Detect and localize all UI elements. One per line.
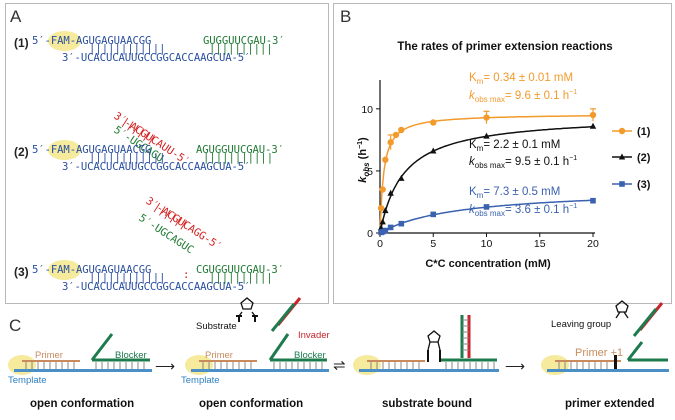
- fam-dye-c1: [8, 355, 36, 375]
- case-3-five-prime: 5′-: [32, 264, 51, 276]
- label-template-2: Template: [181, 375, 220, 386]
- caption-3: substrate bound: [382, 398, 473, 410]
- template-strand-2: [191, 369, 329, 372]
- blocker-strand-4: [626, 341, 668, 362]
- case-3-template: 3′-UCACUCAUUGCCGGCACCAAGCUA-5′: [62, 281, 251, 293]
- caption-4: primer extended: [565, 398, 655, 410]
- label-substrate: Substrate: [196, 321, 237, 332]
- label-leaving-group: Leaving group: [551, 319, 612, 330]
- label-primer-2: Primer: [205, 350, 233, 361]
- arrow-3: ⟶: [505, 358, 525, 374]
- fam-dye-2: [48, 140, 81, 160]
- fam-dye-1: [48, 31, 81, 51]
- panel-b-label: B: [340, 7, 352, 26]
- fam-dye-c3: [353, 355, 381, 375]
- case-3-pairing-ticks: ||||||||||||: [89, 272, 166, 284]
- caption-2: open conformation: [199, 398, 304, 410]
- stage-4: [541, 300, 669, 375]
- fam-dye-c4: [541, 355, 569, 375]
- case-3-fam: FAM: [50, 264, 70, 276]
- panel-b: [333, 3, 672, 304]
- panel-c-diagram: ⟶ ⇌: [8, 297, 669, 375]
- case-2-primer-seq: -AGUGAGUAACGG: [69, 144, 152, 156]
- case-2-blocker-seq: AGUGGUUCGAU-3′: [196, 144, 284, 156]
- case-3-blocker-seq: CGUGGUUCGAU-3′: [196, 264, 284, 276]
- template-strand-4: [547, 369, 669, 372]
- case-2-five-prime: 5′-: [32, 144, 51, 156]
- case-2-number: (2): [14, 145, 29, 159]
- label-primer-plus-one: Primer +1: [575, 347, 623, 359]
- template-strand-1: [14, 369, 152, 372]
- case-1-five-prime: 5′-: [32, 35, 51, 47]
- template-strand-3: [359, 369, 499, 372]
- equilibrium-arrow: ⇌: [333, 357, 346, 374]
- case-2-pairing-ticks-green: |||||||||||: [203, 152, 274, 164]
- case-2-top-strand: 5′-FAM-AGUGAGUAACGG: [32, 144, 151, 156]
- case-1-fam: FAM: [50, 35, 70, 47]
- case-2-fam: FAM: [50, 144, 70, 156]
- case-1-template: 3′-UCACUCAUUGCCGGCACCAAGCUA-5′: [62, 52, 251, 64]
- case-3-primer-seq: -AGUGAGUAACGG: [69, 264, 152, 276]
- label-primer-1: Primer: [35, 350, 63, 361]
- fam-dye-3: [48, 260, 81, 280]
- arrow-1: ⟶: [155, 358, 175, 374]
- label-blocker-1: Blocker: [115, 350, 147, 361]
- case-2-pairing-ticks: ||||||||||||: [89, 152, 166, 164]
- panel-a-label: A: [10, 7, 22, 26]
- case-3-number: (3): [14, 265, 29, 279]
- invader-strand-4: [638, 302, 664, 331]
- panel-c-label: C: [9, 316, 22, 335]
- case-1-primer-seq: -AGUGAGUAACGG: [69, 35, 152, 47]
- case-1-blocker-seq: GUGGUUCGAU-3′: [203, 35, 285, 47]
- case-3-pairing-ticks-green: ||||||||||: [209, 272, 273, 284]
- case-2-template: 3′-UCACUCAUUGCCGGCACCAAGCUA-5′: [62, 161, 251, 173]
- case-1-pairing-ticks-green: ||||||||||: [209, 43, 273, 55]
- invader-green-4: [632, 308, 658, 337]
- bound-substrate-icon: [427, 330, 441, 362]
- invader-green-2: [270, 303, 296, 332]
- case-1-top-strand: 5′-FAM-AGUGAGUAACGG: [32, 35, 151, 47]
- case-3-mismatch-ticks: :: [183, 269, 190, 281]
- case-3-top-strand: 5′-FAM-AGUGAGUAACGG: [32, 264, 151, 276]
- label-blocker-2: Blocker: [294, 350, 326, 361]
- primer-strand-4: [555, 360, 621, 362]
- case-1-pairing-ticks: ||||||||||||: [89, 43, 166, 55]
- case-1-number: (1): [14, 36, 29, 50]
- stage-3: [353, 315, 499, 375]
- primer-strand-3: [367, 360, 425, 362]
- label-invader: Invader: [298, 330, 330, 341]
- caption-1: open conformation: [30, 398, 135, 410]
- label-template-1: Template: [8, 375, 47, 386]
